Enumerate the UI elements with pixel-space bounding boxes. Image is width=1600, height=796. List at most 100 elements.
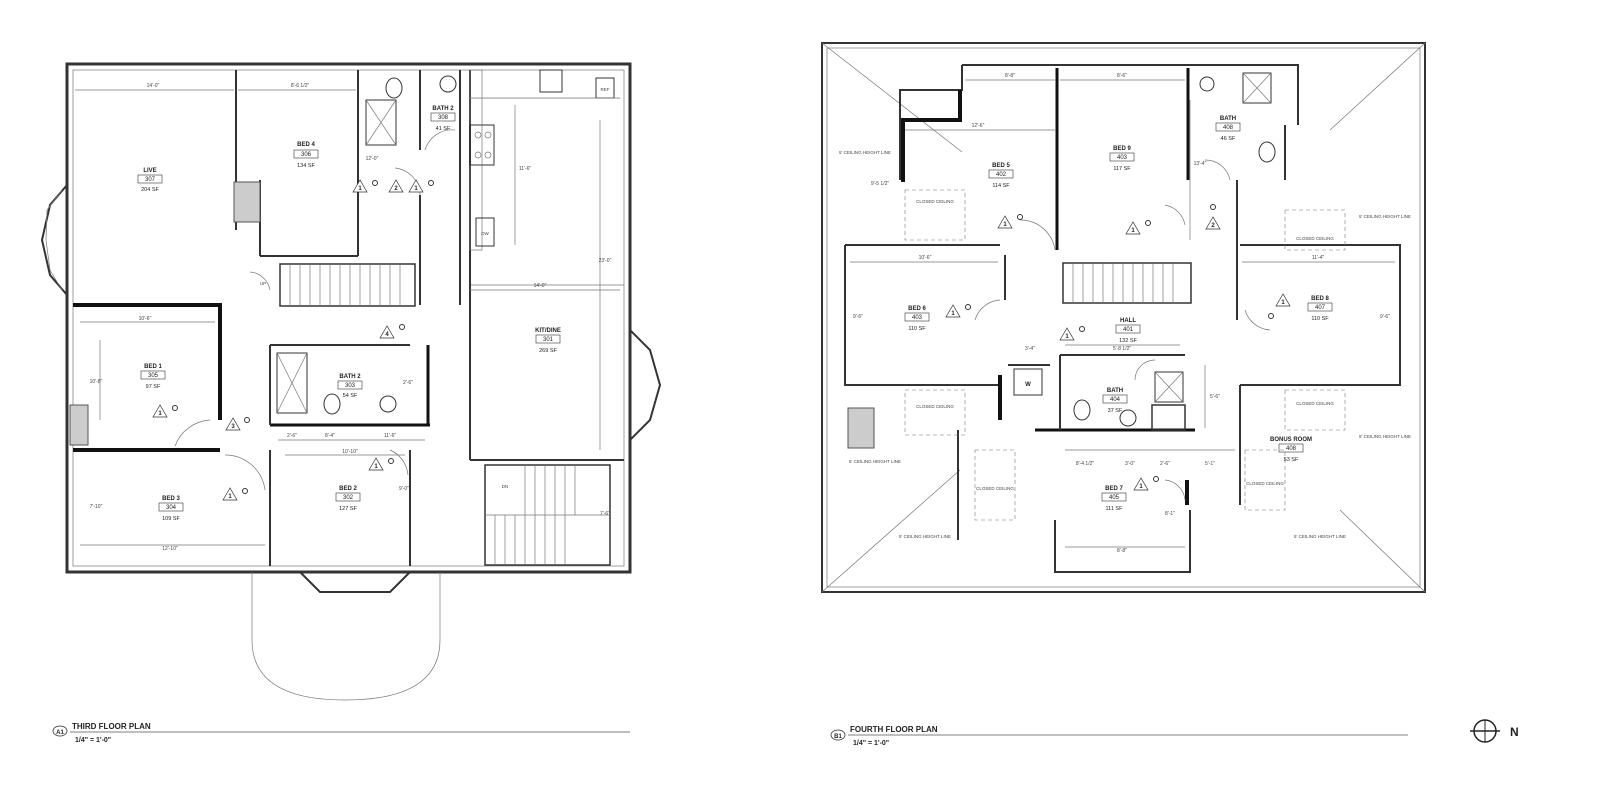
room-area: 110 SF [908,326,926,332]
room-label-bed6: BED 6 403 110 SF [905,306,929,332]
room-number: 308 [438,115,449,121]
door-tag: 1 [946,305,971,318]
room-area: 41 SF [436,126,451,132]
ceiling-note: 5' CEILING HEIGHT LINE [1359,214,1411,219]
room-number: 303 [345,383,356,389]
door-tag: 1 [1134,477,1159,491]
third-floor-title-block: A1 THIRD FLOOR PLAN 1/4" = 1'-0" [53,722,630,744]
room-label-bed7: BED 7 405 111 SF [1102,486,1126,512]
dimension: 13'-4" [1194,161,1207,167]
left-bay-window-inner [46,190,62,290]
room-area: 134 SF [297,163,315,169]
dw-label: DW [481,231,489,236]
north-label: N [1510,725,1519,739]
room-label-bath-a: BATH 408 46 SF [1216,116,1240,142]
dimension: 9'-5 1/2" [871,181,890,187]
dimension: 8'-8" [1005,73,1015,79]
room-area: 114 SF [992,183,1010,189]
room-name: LIVE [143,168,156,174]
room-name: BED 1 [144,364,162,370]
dimension: 14'-0" [534,283,547,289]
fourth-floor-title: FOURTH FLOOR PLAN [850,725,938,734]
door-tag: 1 [1269,294,1291,319]
drawing-tag: B1 [834,734,842,740]
closed-ceiling-zone [975,450,1015,520]
dimension: 9'-6" [1380,314,1390,320]
room-area: 37 SF [1108,408,1123,414]
door-tag: 1 [369,458,394,470]
room-name: HALL [1120,318,1136,324]
dimension: 12'-0" [366,156,379,162]
room-name: BED 6 [908,306,926,312]
room-name: BED 5 [992,163,1010,169]
sink-fourth-b [1120,410,1136,426]
room-number: 305 [148,373,159,379]
dimension: 5'-1" [1205,461,1215,467]
room-area: 127 SF [339,506,357,512]
room-number: 408 [1223,125,1234,131]
dimension: 12'-10" [162,546,178,552]
room-area: 97 SF [146,384,161,390]
ceiling-note: 5' CEILING HEIGHT LINE [1294,534,1346,539]
room-area: 109 SF [162,516,180,522]
bottom-bay-window [300,572,410,592]
closed-ceiling-label: CLOSED CEILING [1296,236,1334,241]
dimension: 8'-6" [1117,73,1127,79]
door-tag: 2 [1206,205,1220,230]
door-tag: 3 [226,418,250,431]
room-label-hall: HALL 401 132 SF [1116,318,1140,344]
room-label-bed3: BED 3 304 109 SF [159,496,183,522]
room-name: BED 4 [297,142,315,148]
room-label-bath-b: BATH 2 308 41 SF [431,106,455,132]
dimension: 11'-4" [1312,255,1325,261]
room-area: 269 SF [539,348,557,354]
room-area: 132 SF [1119,338,1137,344]
room-label-bath-b: BATH 404 37 SF [1103,388,1127,414]
closed-ceiling-label: CLOSED CEILING [1296,401,1334,406]
fourth-floor-scale: 1/4" = 1'-0" [853,740,889,747]
room-name: KIT/DINE [535,328,561,334]
dimension: 10'-6" [919,255,932,261]
closed-ceiling-label: CLOSED CEILING [916,404,954,409]
door-tag: 1 [409,180,434,192]
up-label: UP [260,281,266,286]
toilet-fourth-b [1074,400,1090,420]
room-area: 46 SF [1221,136,1236,142]
sink-third-a [380,396,396,412]
closed-ceiling-label: CLOSED CEILING [916,199,954,204]
dimension: 2'-6" [403,380,413,386]
sink-third-b [440,76,456,92]
dimension: 10'-8" [90,379,103,385]
north-arrow: N [1470,720,1519,742]
room-number: 304 [166,505,177,511]
dimension: 3'-4" [1025,346,1035,352]
dimension: 8'-8" [1117,548,1127,554]
room-name: BED 8 [1311,296,1329,302]
room-number: 302 [343,495,354,501]
dimension: 9'-6" [853,314,863,320]
room-label-liv: LIVE 307 204 SF [138,168,162,193]
room-label-bed9: BED 9 403 117 SF [1110,146,1134,172]
dimension: 7'-6" [600,511,610,517]
chimney-fourth [848,408,874,448]
ref-label: REF [601,87,610,92]
third-floor-title: THIRD FLOOR PLAN [72,722,151,731]
door-tag: 4 [380,325,405,339]
dimension: 8'-1" [1165,511,1175,517]
room-name: BED 7 [1105,486,1123,492]
room-number: 403 [1117,155,1128,161]
closed-ceiling-zone [1285,390,1345,430]
cabinet [1152,405,1185,430]
door-tag: 2 [389,180,403,192]
closed-ceiling-label: CLOSED CEILING [1246,481,1284,486]
dimension: 11'-6" [384,433,397,439]
room-area: 110 SF [1311,316,1329,322]
room-label-kit: KIT/DINE 301 269 SF [535,328,561,354]
room-number: 404 [1110,397,1121,403]
room-number: 307 [145,177,156,183]
door-tag: 1 [1126,221,1151,235]
third-floor-plan: LIVE 307 204 SF BED 4 306 134 SF BATH 2 … [42,64,660,744]
room-number: 306 [301,152,312,158]
